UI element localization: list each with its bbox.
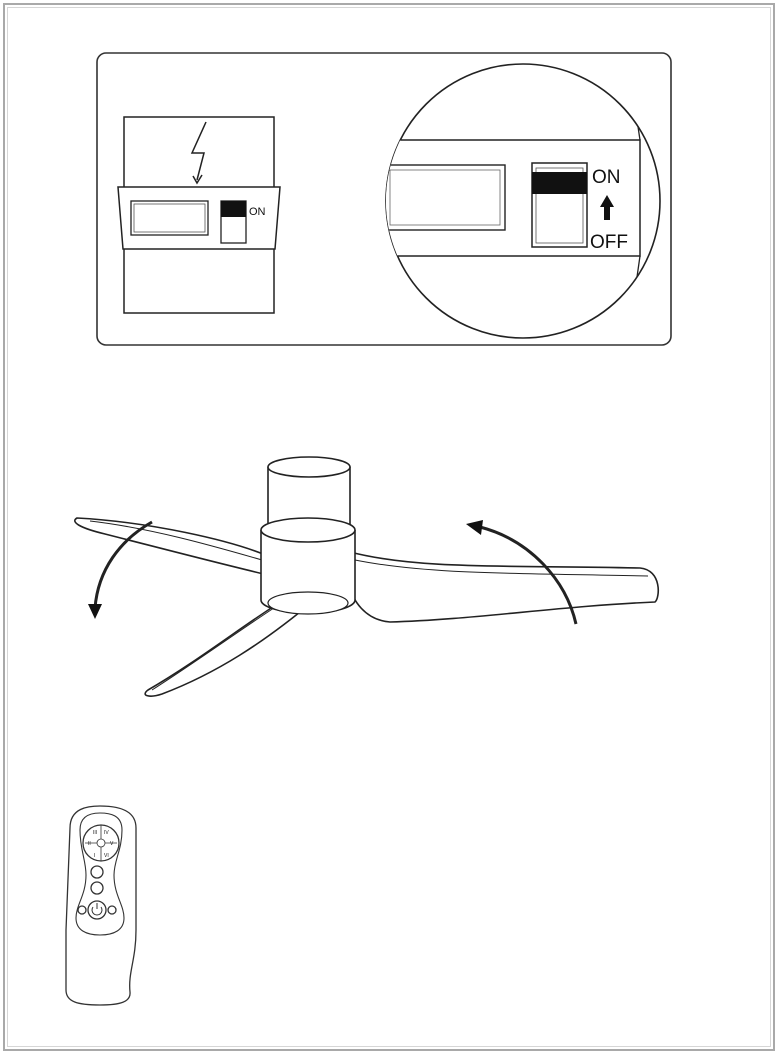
speed-button-2[interactable]: II [88, 841, 91, 847]
speed-button-6[interactable]: VI [104, 853, 109, 859]
small-toggle-lever [221, 201, 246, 217]
fan-blade-left [74, 517, 269, 577]
rotation-arrow-right [479, 525, 578, 625]
page-frame [3, 3, 775, 1051]
mode-button[interactable] [90, 881, 104, 895]
fan-blade-front [144, 594, 302, 697]
ceiling-fan-figure [74, 456, 660, 697]
timer-button[interactable] [90, 865, 104, 879]
breaker-panel-figure: ON ON OFF [96, 52, 672, 346]
zoom-toggle-lever [532, 172, 587, 194]
arrow-up-icon [600, 195, 614, 220]
remote-control-figure: III IV II V I VI [65, 805, 137, 1006]
power-button[interactable] [87, 900, 107, 920]
zoom-off-label: OFF [590, 232, 628, 253]
speed-button-5[interactable]: V [110, 841, 114, 847]
small-breaker: ON [117, 116, 281, 314]
zoom-detail: ON OFF [385, 63, 661, 339]
speed-button-1[interactable]: I [94, 853, 95, 859]
power-icon [91, 906, 103, 916]
small-switch-on-label: ON [249, 206, 266, 218]
speed-button-3[interactable]: III [93, 830, 97, 836]
rotation-arrow-left [93, 520, 153, 609]
lightning-icon [190, 121, 207, 181]
speed-button-4[interactable]: IV [104, 830, 109, 836]
zoom-on-label: ON [592, 167, 621, 188]
light-button-right[interactable] [107, 905, 117, 915]
light-button-left[interactable] [77, 905, 87, 915]
fan-blade-right [349, 550, 660, 623]
